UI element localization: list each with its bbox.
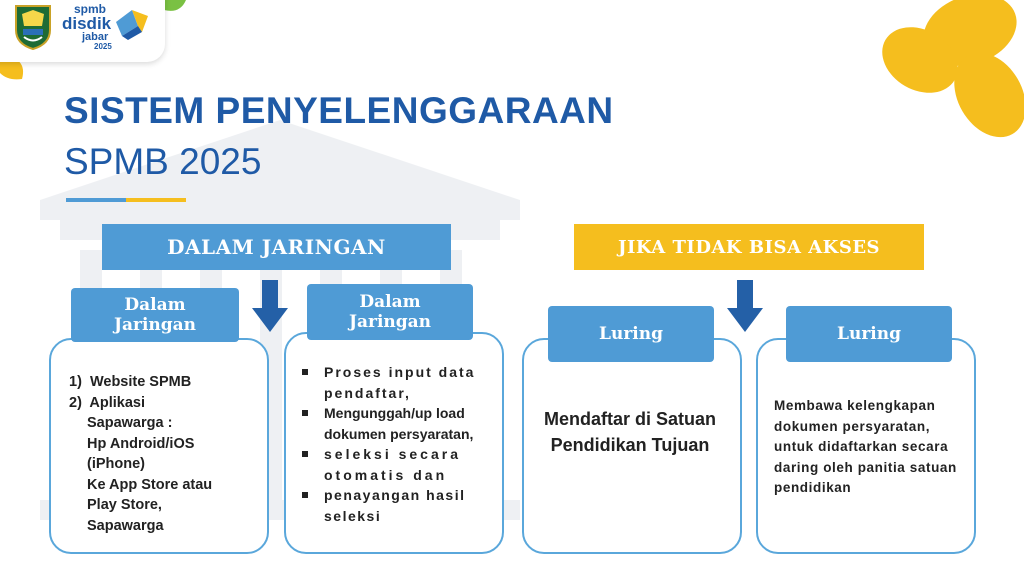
logo-text-year: 2025 — [94, 42, 112, 51]
leaf-decoration-green — [160, 0, 186, 11]
flower-decoration — [882, 0, 1024, 138]
online-tag-2: Dalam Jaringan — [307, 284, 473, 340]
arrow-down-icon — [727, 280, 763, 332]
page-title-line1: SISTEM PENYELENGGARAAN — [64, 90, 614, 131]
spmb-logo: spmb disdik jabar 2025 — [62, 3, 122, 51]
online-section-banner: DALAM JARINGAN — [102, 224, 451, 270]
online-tag-1: Dalam Jaringan — [71, 288, 239, 342]
online-process-panel — [284, 332, 504, 554]
title-underline — [66, 198, 186, 202]
logo-text-jabar: jabar — [82, 31, 109, 43]
list-item: Proses input data pendaftar, — [300, 362, 486, 403]
list-item: penayangan hasil seleksi — [300, 485, 486, 526]
list-item: seleksi secara otomatis dan — [300, 444, 486, 485]
logo-text-disdik: disdik — [62, 14, 112, 33]
offline-register-panel — [522, 338, 742, 554]
offline-tag-1: Luring — [548, 306, 714, 362]
offline-section-banner: JIKA TIDAK BISA AKSES — [574, 224, 924, 270]
online-channels-panel — [49, 338, 269, 554]
list-item: Mengunggah/up load dokumen persyaratan, — [300, 403, 486, 444]
online-process-list: Proses input data pendaftar, Mengunggah/… — [300, 362, 486, 526]
arrow-down-icon — [252, 280, 288, 332]
list-item: Play Store, — [87, 497, 162, 513]
list-item: 2) Aplikasi — [69, 394, 146, 411]
logo-text-spmb: spmb — [74, 2, 107, 16]
online-tag-2-label: Dalam Jaringan — [348, 291, 432, 332]
list-item: Ke App Store atau — [87, 476, 213, 493]
list-item: Sapawarga : — [87, 415, 173, 431]
list-item: Hp Android/iOS — [87, 435, 195, 452]
open-book-icon — [116, 10, 148, 40]
offline-tag-2: Luring — [786, 306, 952, 362]
page-title-line2: SPMB 2025 — [64, 141, 262, 182]
online-tag-1-label: Dalam Jaringan — [113, 294, 197, 335]
offline-documents-panel — [756, 338, 976, 554]
list-item: (iPhone) — [87, 456, 145, 472]
online-channels-list: 1) Website SPMB 2) Aplikasi Sapawarga : … — [69, 372, 259, 536]
list-item: 1) Website SPMB — [69, 374, 192, 390]
offline-documents-text: Membawa kelengkapan dokumen persyaratan,… — [774, 398, 957, 495]
west-java-emblem-icon — [15, 5, 51, 50]
offline-register-text: Mendaftar di Satuan Pendidikan Tujuan — [543, 409, 717, 455]
list-item: Sapawarga — [87, 517, 164, 534]
